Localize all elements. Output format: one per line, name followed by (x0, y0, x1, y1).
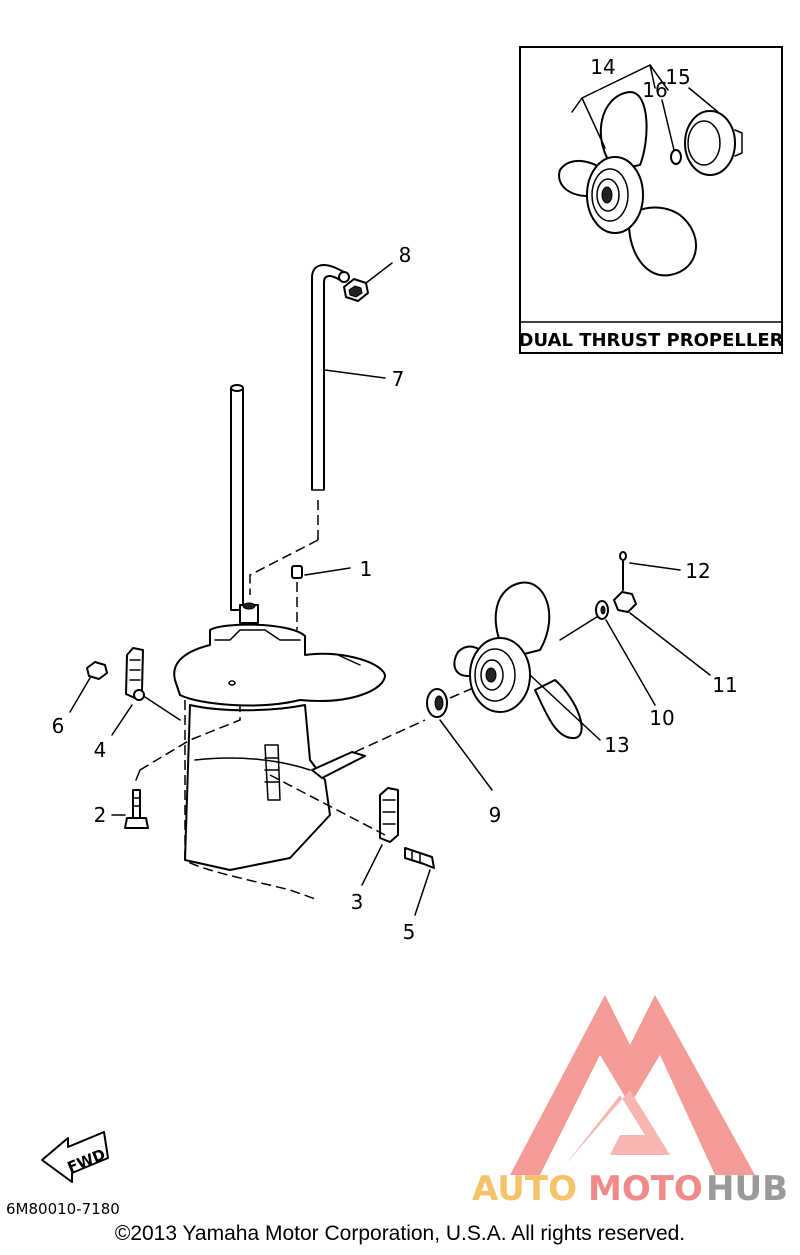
inset-title: DUAL THRUST PROPELLER (519, 330, 784, 351)
nut-11 (613, 591, 711, 676)
nut-8 (343, 262, 393, 302)
callout-10: 10 (649, 706, 674, 730)
cotter-pin-12 (619, 551, 681, 591)
callout-1: 1 (360, 557, 373, 581)
callout-9: 9 (489, 803, 502, 827)
watermark-logo-icon (510, 995, 755, 1175)
inset-propeller-drawing (558, 64, 743, 277)
dowel-pin-1 (291, 565, 351, 630)
inset-box: DUAL THRUST PROPELLER (519, 46, 784, 354)
callout-5: 5 (403, 920, 416, 944)
drive-shaft (230, 384, 259, 624)
part-code: 6M80010-7180 (6, 1200, 120, 1218)
callout-8: 8 (399, 243, 412, 267)
copyright-notice: ©2013 Yamaha Motor Corporation, U.S.A. A… (114, 1222, 686, 1245)
callout-13: 13 (604, 733, 629, 757)
callout-4: 4 (94, 738, 107, 762)
anode-3 (269, 774, 399, 886)
lower-unit-housing (173, 623, 426, 901)
watermark-auto: AUTO (472, 1169, 577, 1209)
fwd-arrow-icon: FWD (41, 1131, 109, 1183)
bolt-2 (111, 705, 241, 829)
callout-14: 14 (590, 55, 615, 79)
washer-10 (595, 600, 656, 706)
watermark-hub: HUB (706, 1169, 788, 1209)
watermark-moto: MOTO (588, 1169, 703, 1209)
screw-5 (404, 847, 435, 916)
callout-11: 11 (712, 673, 737, 697)
shift-rod-7 (311, 264, 386, 540)
callout-12: 12 (685, 559, 710, 583)
anode-4 (111, 647, 181, 736)
automotohub-watermark: AUTO MOTO HUB (472, 995, 788, 1209)
callout-16: 16 (642, 78, 667, 102)
callout-6: 6 (52, 714, 65, 738)
callout-2: 2 (94, 803, 107, 827)
nut-6 (69, 661, 108, 713)
spacer-9 (426, 684, 493, 791)
callout-7: 7 (392, 367, 405, 391)
callout-3: 3 (351, 890, 364, 914)
callout-15: 15 (665, 65, 690, 89)
propeller-13 (453, 581, 601, 741)
